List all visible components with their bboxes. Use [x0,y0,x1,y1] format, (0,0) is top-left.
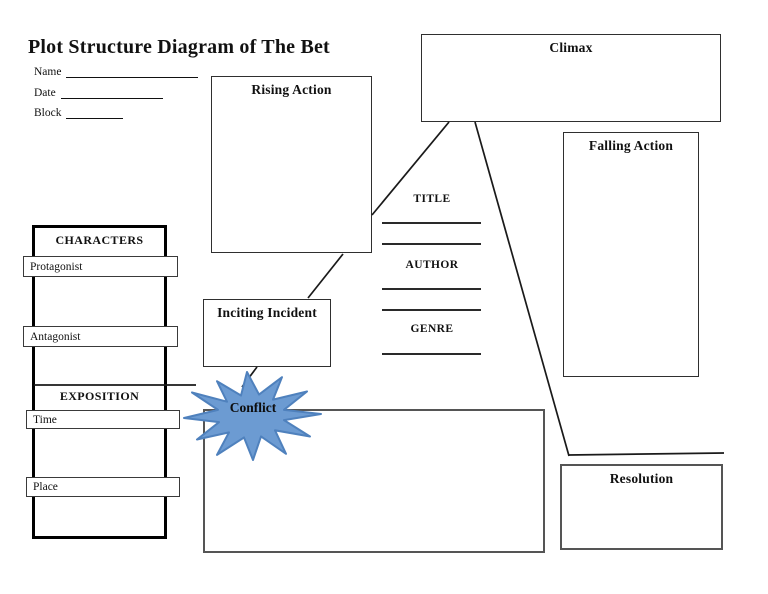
conflict-label: Conflict [229,400,277,415]
inciting-incident-box: Inciting Incident [203,299,331,367]
rising-action-label: Rising Action [251,82,332,97]
author-blank-line-2 [382,309,481,311]
time-field: Time [26,410,180,429]
title-heading: TITLE [413,193,451,205]
characters-heading: CHARACTERS [55,233,144,247]
climax-label: Climax [549,40,593,55]
conflict-starburst: Conflict [183,371,323,461]
title-blank-line-1 [382,222,481,224]
name-blank-line [66,67,198,78]
protagonist-label: Protagonist [30,260,83,273]
name-field: Name [34,63,198,78]
block-label: Block [34,107,62,119]
exposition-heading: EXPOSITION [59,389,140,403]
date-label: Date [34,87,56,99]
genre-heading: GENRE [410,323,454,335]
time-label: Time [33,413,57,426]
author-blank-line-1 [382,288,481,290]
page-title: Plot Structure Diagram of The Bet [28,36,330,58]
resolution-label: Resolution [609,471,674,486]
antagonist-label: Antagonist [30,330,81,343]
rising-line-lower-segment [307,253,344,299]
climax-box: Climax [421,34,721,122]
name-label: Name [34,66,62,78]
date-blank-line [60,88,163,99]
place-field: Place [26,477,180,497]
block-blank-line [66,108,123,119]
inciting-incident-label: Inciting Incident [217,305,317,320]
falling-action-label: Falling Action [588,138,674,153]
resolution-box: Resolution [560,464,723,550]
falling-action-box: Falling Action [563,132,699,377]
author-heading: AUTHOR [405,259,459,271]
title-blank-line-2 [382,243,481,245]
antagonist-field: Antagonist [23,326,178,347]
falling-line [474,121,570,457]
protagonist-field: Protagonist [23,256,178,277]
rising-action-box: Rising Action [211,76,372,253]
resolution-line [568,452,725,456]
block-field: Block [34,104,123,119]
place-label: Place [33,481,58,493]
genre-blank-line [382,353,481,355]
conflict-star-icon [183,371,322,461]
date-field: Date [34,84,163,99]
conflict-star-shape [183,371,322,461]
